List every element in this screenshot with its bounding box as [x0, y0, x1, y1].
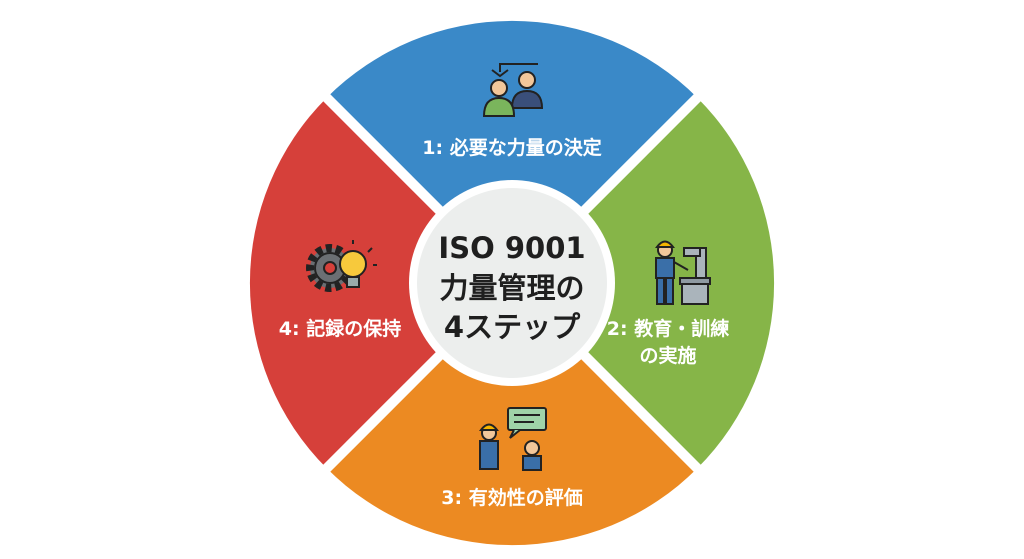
- step-3-label: 3: 有効性の評価: [441, 486, 582, 509]
- gear-lightbulb-icon: [306, 240, 377, 292]
- center-title-line3: 4ステップ: [444, 310, 581, 344]
- segment-step-1: [326, 20, 698, 283]
- step-2-label-line1: 2: 教育・訓練: [607, 317, 729, 340]
- worker-machine-icon: [655, 240, 711, 305]
- center-title-line2: 力量管理の: [439, 271, 584, 305]
- step-2-label-line2: の実施: [639, 344, 696, 367]
- step-4-label: 4: 記録の保持: [279, 317, 401, 340]
- step-1-label: 1: 必要な力量の決定: [422, 136, 601, 159]
- people-assignment-icon: [482, 63, 544, 117]
- center-title-line1: ISO 9001: [438, 231, 585, 265]
- worker-feedback-icon: [479, 407, 547, 471]
- segment-step-2: [512, 97, 775, 469]
- segment-step-4: [249, 97, 512, 469]
